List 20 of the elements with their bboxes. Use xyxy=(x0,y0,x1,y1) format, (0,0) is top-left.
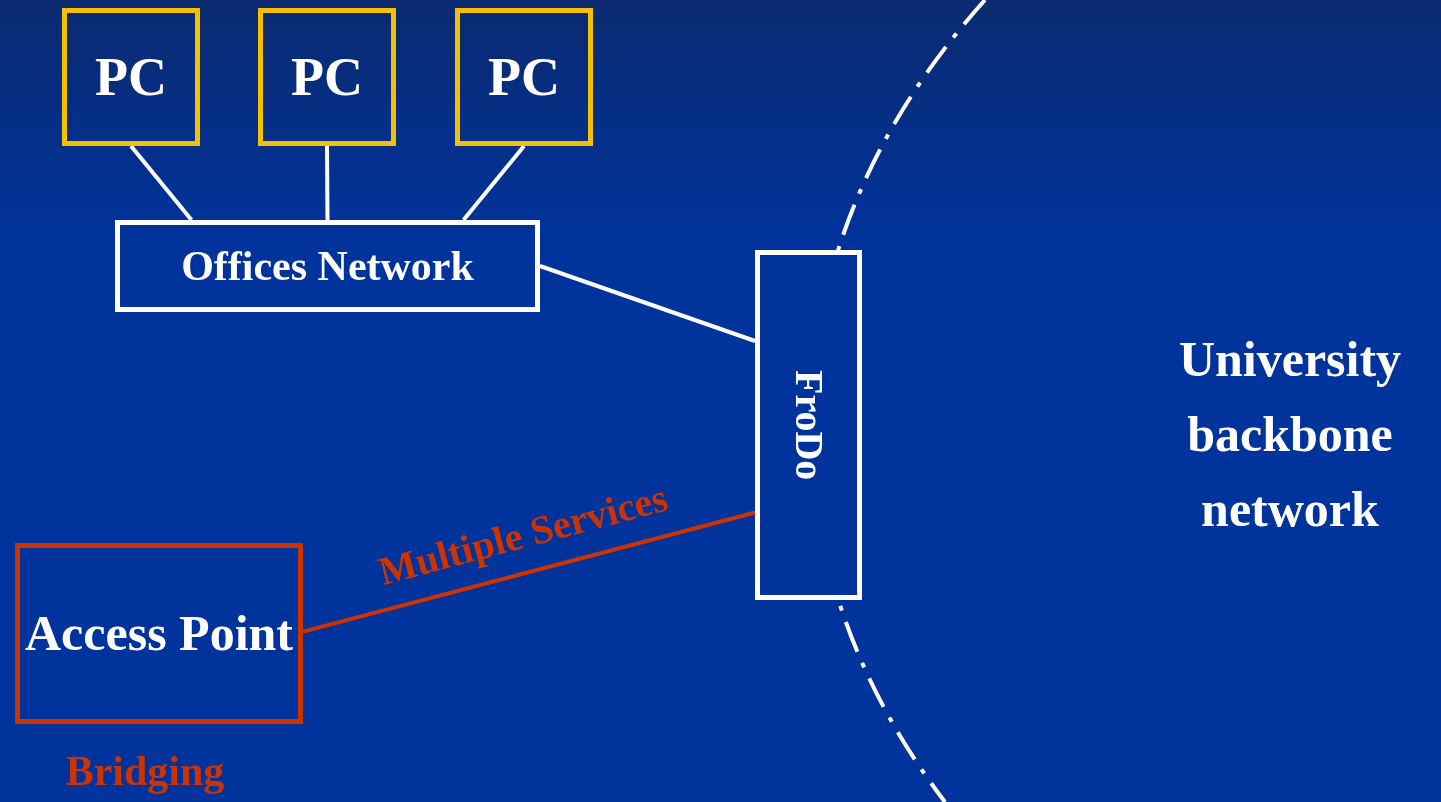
network-box xyxy=(258,8,396,146)
connector-line xyxy=(129,144,194,222)
network-label: University backbone network xyxy=(1177,330,1403,539)
node-label: Offices Network xyxy=(181,241,474,291)
node-label: PC xyxy=(95,45,167,109)
connector-line xyxy=(461,144,526,222)
network-box xyxy=(115,220,540,312)
node-label: PC xyxy=(488,45,560,109)
network-box xyxy=(62,8,200,146)
network-box xyxy=(455,8,593,146)
node-caption: Bridging xyxy=(64,748,226,795)
connector-line xyxy=(302,510,756,634)
edge-label: Multiple Services xyxy=(372,473,674,596)
network-box xyxy=(755,250,862,600)
connector-line xyxy=(325,146,330,220)
node-label: FroDo xyxy=(785,369,832,481)
node-label: PC xyxy=(291,45,363,109)
connector-line xyxy=(539,264,756,343)
node-label: Access Point xyxy=(25,604,293,663)
network-box xyxy=(15,543,303,724)
